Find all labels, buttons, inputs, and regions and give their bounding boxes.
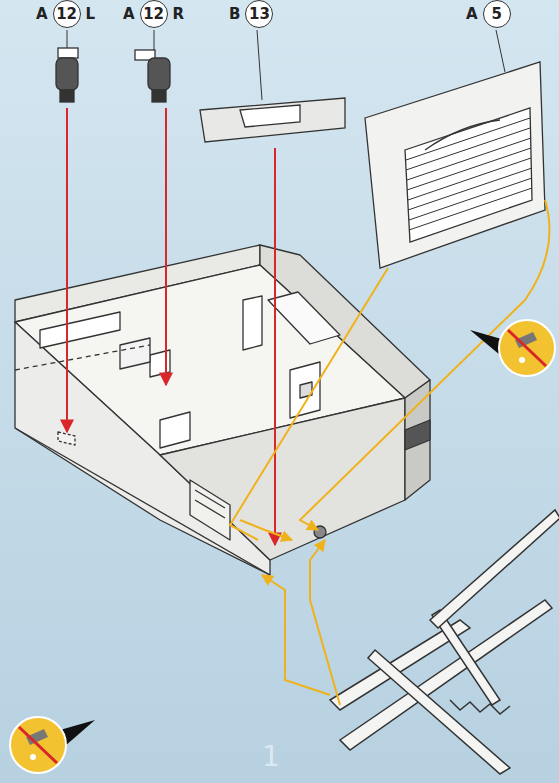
guide-lines — [230, 200, 550, 705]
no-glue-symbol — [10, 717, 95, 773]
plate-part — [200, 98, 345, 142]
insert-arrows — [67, 108, 275, 545]
step-number: 1 — [262, 740, 280, 773]
chassis-body — [15, 245, 430, 575]
part-number: 12 — [53, 0, 81, 28]
callout-number: B 13 — [229, 0, 273, 28]
sprue-letter: A — [466, 5, 478, 23]
sprue-letter: A — [123, 5, 135, 23]
callout-number: A 12 L — [36, 0, 95, 28]
sprue-letter: L — [86, 5, 96, 23]
part-number: 12 — [140, 0, 168, 28]
lamp-parts — [56, 48, 170, 102]
part-number: 5 — [483, 0, 511, 28]
frame-part — [330, 510, 559, 774]
grille-part — [365, 62, 545, 268]
sprue-letter: B — [229, 5, 240, 23]
callout-number: A 12 R — [123, 0, 184, 28]
sprue-letter: R — [173, 5, 185, 23]
no-glue-symbol — [470, 320, 555, 376]
leader-lines — [67, 30, 505, 100]
part-number: 13 — [245, 0, 273, 28]
sprue-letter: A — [36, 5, 48, 23]
callout-number: A5 — [466, 0, 511, 28]
